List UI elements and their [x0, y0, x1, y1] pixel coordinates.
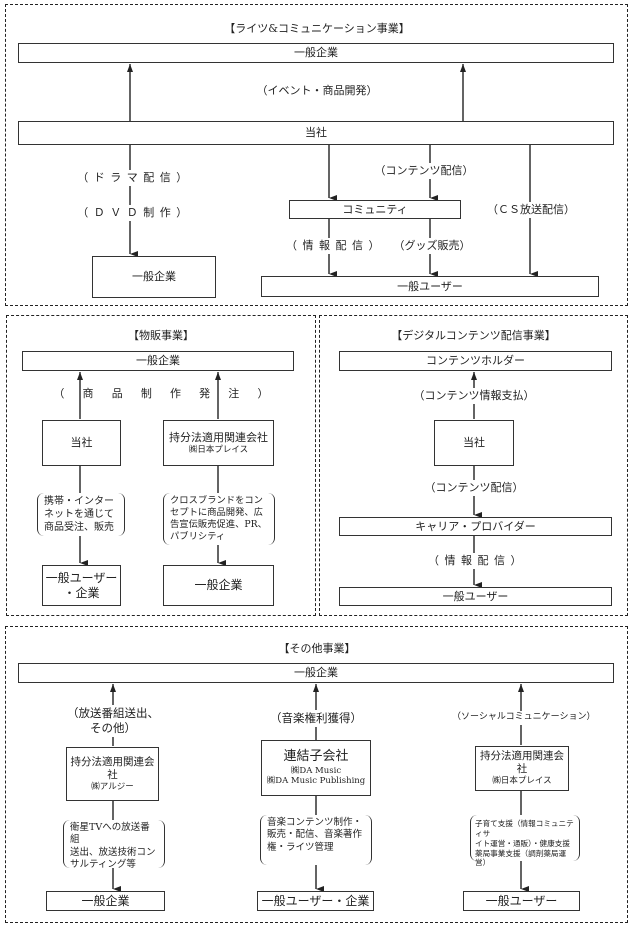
- note-social: 子育て支援（情報コミュニティサ イト運営・通販）・健康支援 薬局事業支援（調剤薬…: [470, 815, 580, 867]
- label-dvd: （ＤＶＤ制作）: [60, 205, 210, 222]
- box-label: 一般ユーザー: [397, 279, 463, 293]
- box-sublabel: ㈱DA Music: [290, 765, 342, 776]
- label-digital-contents-delivery: （コンテンツ配信）: [418, 480, 530, 497]
- label-event: （イベント・商品開発）: [250, 83, 384, 100]
- box-label: 当社: [463, 436, 485, 450]
- box-label: 一般ユーザー: [485, 893, 558, 908]
- box-other-enterprise-bottom: 一般企業: [46, 891, 165, 911]
- section-rights-title: 【ライツ&コミュニケーション事業】: [224, 22, 410, 35]
- box-affiliate-algy: 持分法適用関連会社 ㈱アルジー: [66, 747, 159, 801]
- box-sublabel: ㈱日本プレイス: [492, 776, 552, 787]
- box-label: 一般企業: [194, 578, 243, 592]
- box-community: コミュニティ: [289, 200, 461, 219]
- box-label: 持分法適用関連会社: [169, 430, 268, 444]
- section-digital-title: 【デジタルコンテンツ配信事業】: [391, 329, 556, 342]
- box-label: 一般企業: [132, 270, 176, 284]
- label-contents-delivery: （コンテンツ配信）: [368, 163, 480, 180]
- label-cs-broadcast: （ＣＳ放送配信）: [485, 202, 577, 219]
- label-line: （放送番組送出、: [67, 706, 159, 720]
- label-digital-info-delivery: （情報配信）: [428, 553, 522, 570]
- section-rights: [5, 4, 628, 306]
- note-merch-right: クロスブランドをコン セプトに商品開発、広 告宣伝販売促進、PR、 パブリシティ: [163, 493, 275, 546]
- box-label: 持分法適用関連会社: [70, 755, 155, 781]
- box-carrier-provider: キャリア・プロバイダー: [339, 517, 612, 536]
- note-music: 音楽コンテンツ制作・ 販売・配信、音楽著作 権・ライツ管理: [260, 815, 372, 865]
- section-other-title: 【その他事業】: [278, 642, 356, 655]
- box-consolidated-subsidiary: 連結子会社 ㈱DA Music ㈱DA Music Publishing: [261, 740, 371, 796]
- note-line: 販売・配信、音楽著作: [267, 829, 363, 841]
- box-label: 当社: [70, 436, 93, 450]
- label-content-info-payment: （コンテンツ情報支払）: [404, 388, 544, 405]
- box-sublabel: ㈱日本プレイス: [188, 444, 249, 455]
- label-broadcast-transmission: （放送番組送出、 その他）: [58, 705, 168, 737]
- box-label: 一般企業: [294, 666, 338, 680]
- box-label: ・企業: [63, 585, 100, 600]
- box-label: 一般企業: [81, 893, 130, 908]
- note-line: 携帯・インター: [44, 496, 114, 507]
- note-merch-left: 携帯・インター ネットを通じて 商品受注、販売: [37, 493, 125, 536]
- box-other-user-bottom: 一般ユーザー: [463, 891, 580, 911]
- box-label: 一般企業: [136, 354, 180, 368]
- box-label: 一般企業: [294, 46, 338, 60]
- box-general-enterprise: 一般企業: [92, 256, 216, 298]
- box-general-enterprise-top: 一般企業: [18, 43, 614, 63]
- label-info-delivery: （情報配信）: [286, 238, 380, 255]
- box-merch-company: 当社: [42, 420, 121, 466]
- section-other: [5, 626, 628, 923]
- box-merch-enterprise-bottom: 一般企業: [163, 565, 274, 606]
- box-label: 当社: [305, 126, 327, 140]
- box-label: コンテンツホルダー: [426, 354, 525, 368]
- box-user-enterprise-bottom: 一般ユーザー・企業: [257, 891, 374, 911]
- box-digital-company: 当社: [434, 420, 514, 466]
- label-drama: （ドラマ配信）: [60, 170, 210, 187]
- note-line: 告宣伝販売促進、PR、: [170, 519, 267, 531]
- note-line: ネットを通じて: [44, 509, 114, 520]
- note-line: 商品受注、販売: [44, 522, 114, 533]
- box-merch-user-enterprise: 一般ユーザー ・企業: [42, 565, 121, 606]
- box-digital-user: 一般ユーザー: [339, 587, 612, 606]
- box-company-bar: 当社: [18, 121, 614, 145]
- section-merch-title: 【物販事業】: [128, 329, 194, 342]
- note-line: サルティング等: [70, 859, 136, 871]
- box-other-enterprise-top: 一般企業: [18, 663, 614, 683]
- box-label: コミュニティ: [342, 202, 408, 216]
- box-sublabel: ㈱アルジー: [91, 781, 134, 792]
- box-label: 一般ユーザー: [45, 570, 118, 585]
- note-line: セプトに商品開発、広: [170, 507, 263, 519]
- section-digital: [319, 315, 628, 616]
- box-merch-enterprise-top: 一般企業: [22, 351, 294, 371]
- box-label: キャリア・プロバイダー: [415, 519, 536, 533]
- box-merch-affiliate: 持分法適用関連会社 ㈱日本プレイス: [163, 420, 274, 466]
- note-line: パブリシティ: [170, 531, 226, 543]
- box-content-holder: コンテンツホルダー: [339, 351, 612, 371]
- box-label: 連結子会社: [283, 749, 349, 765]
- box-general-user: 一般ユーザー: [261, 276, 599, 297]
- note-line: 薬局事業支援（調剤薬局運営）: [475, 848, 567, 868]
- label-social-communication: （ソーシャルコミュニケーション）: [452, 711, 595, 725]
- note-line: 音楽コンテンツ制作・: [267, 817, 363, 828]
- label-music-rights: （音楽権利獲得）: [264, 710, 368, 727]
- note-line: 権・ライツ管理: [267, 841, 334, 853]
- box-affiliate-nihon-place: 持分法適用関連会社 ㈱日本プレイス: [475, 746, 569, 791]
- box-label: 持分法適用関連会社: [480, 750, 564, 776]
- label-goods-sales: （グッズ販売）: [392, 238, 472, 255]
- box-label: 一般ユーザー: [442, 589, 509, 603]
- note-line: イト運営・通販）・健康支援: [475, 838, 570, 848]
- note-line: 子育て支援（情報コミュニティサ: [475, 819, 574, 838]
- note-line: 送出、放送技術コン: [70, 846, 156, 858]
- section-merch: [6, 315, 316, 616]
- box-sublabel: ㈱DA Music Publishing: [266, 776, 366, 787]
- label-line: その他）: [90, 720, 136, 735]
- label-product-order: （商品制作発注）: [53, 387, 287, 400]
- note-line: 衛星TVへの放送番組: [70, 822, 150, 846]
- note-broadcast: 衛星TVへの放送番組 送出、放送技術コン サルティング等: [63, 820, 165, 871]
- note-line: クロスブランドをコン: [170, 495, 263, 506]
- box-label: 一般ユーザー・企業: [261, 893, 370, 908]
